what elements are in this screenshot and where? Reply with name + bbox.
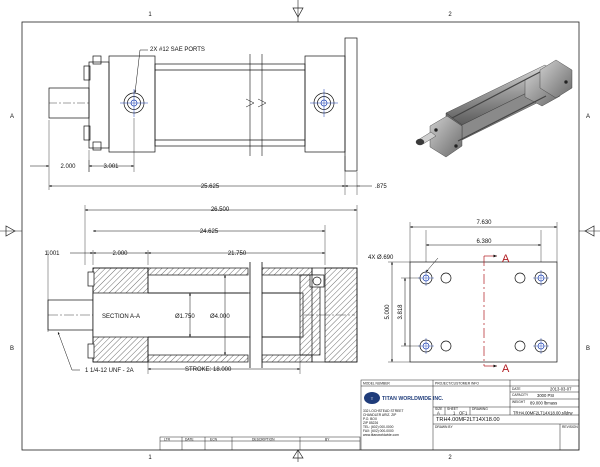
company-line-2: CHANDLER ARIZ. ZIP	[363, 413, 397, 417]
sheet-value: 1	[453, 411, 456, 416]
part-number: TRH4.00MF2LT14X18.00	[436, 417, 500, 423]
of-label: OF	[459, 411, 465, 416]
column-label-2-bottom: 2	[448, 455, 452, 461]
company-logo: T	[364, 392, 380, 404]
rear-cap-section	[324, 267, 358, 363]
dim-2000-top: 2.000	[60, 164, 76, 170]
dim-26500: 26.500	[211, 207, 230, 213]
section-view-labels: 26.500 24.625 1.001 2.000 21.750 SECTION…	[44, 207, 246, 374]
size-label: SIZE	[435, 407, 443, 411]
capacity-label: CAPACITY	[512, 393, 529, 397]
rev-header-description: DESCRIPTION	[252, 437, 275, 441]
rev-header-ecn: ECN	[210, 437, 218, 441]
column-label-1-bottom: 1	[148, 455, 152, 461]
dim-7630: 7.630	[476, 220, 492, 226]
size-value: A	[437, 411, 440, 416]
capacity-value: 3000 PSI	[537, 393, 554, 398]
company-line-5: TEL: (602) 000-0000	[363, 425, 394, 429]
date-value: 2013-03-07	[550, 387, 572, 392]
date-label: DATE	[512, 387, 521, 391]
cylinder-tube	[154, 63, 306, 147]
front-port	[120, 89, 148, 117]
rev-header-ltr: LTR	[164, 437, 171, 441]
row-label-b-right: B	[586, 346, 590, 352]
top-view-labels: 2X #12 SAE PORTS 2.000 3.001 25.625 .875	[60, 47, 387, 190]
column-label-1: 1	[148, 12, 152, 18]
dim-1001: 1.001	[44, 251, 60, 257]
rear-flange	[344, 37, 358, 172]
project-label: PROJECT/CUSTOMER INFO	[435, 382, 479, 386]
drawn-label: DRAWN BY	[435, 425, 453, 429]
section-marker-top: A	[502, 253, 510, 265]
title-block	[159, 379, 580, 451]
title-block-text: MODEL NUMBER PROJECT/CUSTOMER INFO T TIT…	[164, 382, 578, 442]
end-view-labels: 7.630 6.380 5.000 3.818 4X Ø.690 A A	[368, 220, 510, 375]
company-line-4: ZIP 85226	[363, 421, 378, 425]
row-label-a-right: A	[586, 114, 590, 120]
column-label-2: 2	[448, 12, 452, 18]
model-number-label: MODEL NUMBER	[363, 382, 390, 386]
dim-5000: 5.000	[385, 304, 391, 320]
row-label-b: B	[10, 346, 14, 352]
dim-25625: 25.625	[201, 184, 220, 190]
rev-header-by: BY	[325, 437, 330, 441]
dim-3001: 3.001	[103, 164, 119, 170]
dia-1750: Ø1.750	[175, 314, 195, 320]
mount-hole-br	[533, 338, 549, 354]
dim-2000-section: 2.000	[112, 251, 128, 257]
section-marker-bottom: A	[502, 363, 510, 375]
rod-head	[88, 61, 110, 149]
front-block	[108, 55, 156, 153]
thread-note: 1 1/4-12 UNF - 2A	[85, 368, 134, 374]
end-view	[388, 222, 558, 368]
holes-note: 4X Ø.690	[368, 255, 394, 261]
company-name: TITAN WORLDWIDE INC.	[382, 396, 444, 402]
revision-label: REVISION	[562, 425, 578, 429]
company-line-6: FAX: (602) 000-0000	[363, 429, 394, 433]
sheet-total: 1	[465, 411, 468, 416]
left-center-mark	[5, 225, 16, 237]
company-line-3: P.O. BOX	[363, 417, 378, 421]
mount-hole-tr	[533, 270, 549, 286]
drawing-label: DRAWING	[472, 407, 488, 411]
section-cut-line	[483, 254, 497, 368]
right-center-mark	[584, 225, 595, 237]
company-line-7: www.titanworldwide.com	[363, 433, 399, 437]
svg-text:T: T	[371, 396, 374, 401]
rear-block	[304, 55, 346, 153]
top-center-mark	[292, 7, 304, 18]
isometric-view	[415, 59, 573, 158]
rear-port	[310, 89, 338, 117]
weight-value: 89.000 lbmass	[530, 401, 557, 406]
file-name: TRH4.00MF2LT14X18.00.slldrw	[513, 411, 573, 416]
row-label-a: A	[10, 114, 14, 120]
rev-header-date: DATE	[185, 437, 194, 441]
dia-4000: Ø4.000	[210, 314, 230, 320]
dim-875: .875	[375, 184, 387, 190]
dim-24625: 24.625	[200, 229, 219, 235]
ports-note: 2X #12 SAE PORTS	[150, 47, 205, 53]
section-label: SECTION A-A	[102, 314, 140, 320]
dim-6380: 6.380	[476, 239, 492, 245]
weight-label: WEIGHT	[512, 400, 525, 404]
dim-21750: 21.750	[228, 251, 247, 257]
sheet-label: SHEET	[447, 407, 458, 411]
top-view	[30, 37, 372, 195]
mount-hole-bl	[418, 338, 434, 354]
stroke-dim: STROKE: 18.000	[185, 367, 232, 373]
end-plate	[409, 261, 558, 363]
company-line-1: 332 LOCHSTEAD STREET	[363, 409, 404, 413]
bottom-center-mark	[292, 449, 304, 459]
section-view	[47, 205, 358, 374]
dim-3818: 3.818	[398, 304, 404, 320]
mount-hole-tl	[418, 270, 434, 286]
